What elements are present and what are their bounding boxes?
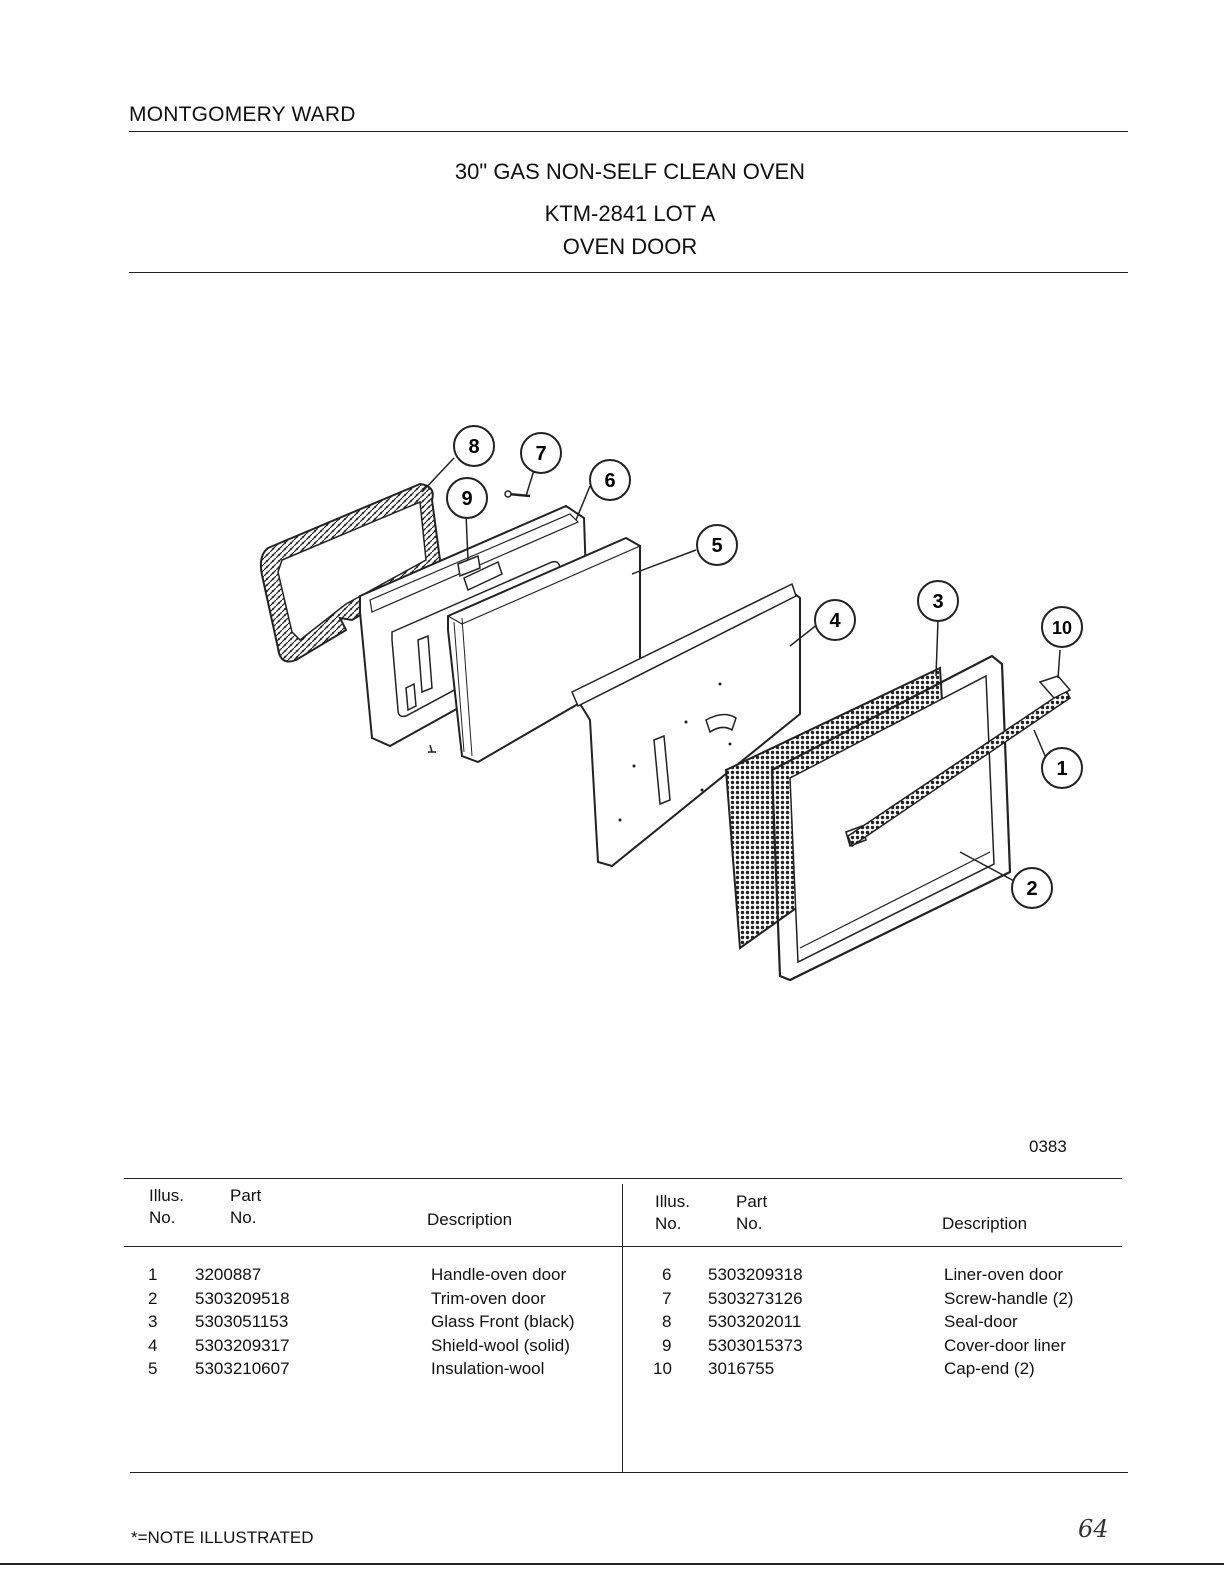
model-number: KTM-2841 LOT A <box>544 201 716 226</box>
svg-text:4: 4 <box>829 610 841 632</box>
table-column-divider <box>622 1184 623 1472</box>
brand-name: MONTGOMERY WARD <box>129 103 356 126</box>
header-description: Description <box>427 1210 513 1229</box>
table-rule-bottom <box>130 1472 1128 1473</box>
svg-text:5: 5 <box>711 535 722 557</box>
callout-7: 7 <box>520 432 562 474</box>
callout-2: 2 <box>1011 867 1053 909</box>
callout-1: 1 <box>1041 747 1083 789</box>
svg-text:1: 1 <box>1056 758 1067 780</box>
callout-6: 6 <box>589 459 631 501</box>
page-bottom-rule <box>0 1563 1224 1565</box>
svg-text:2: 2 <box>1026 878 1037 900</box>
header-illus-no: Illus.No. <box>149 1186 184 1227</box>
cap-end-part <box>1038 675 1072 699</box>
callout-8: 8 <box>453 425 495 467</box>
section-title: OVEN DOOR <box>562 234 698 259</box>
oven-door-exploded-diagram: 8 7 6 9 5 4 3 10 1 2 <box>259 425 1083 982</box>
callout-5: 5 <box>696 524 738 566</box>
handwritten-page-mark: 64 <box>1078 1515 1109 1543</box>
callout-10: 10 <box>1041 606 1083 648</box>
header-description-right: Description <box>942 1214 1028 1233</box>
svg-text:7: 7 <box>535 443 546 465</box>
header-rule-top <box>129 131 1128 132</box>
header-rule-bottom <box>129 272 1128 273</box>
document-title: 30" GAS NON-SELF CLEAN OVEN <box>454 159 806 184</box>
svg-text:9: 9 <box>461 488 472 510</box>
handle-oven-door-part <box>847 688 1071 848</box>
callout-9: 9 <box>446 477 488 519</box>
svg-text:6: 6 <box>604 470 615 492</box>
footnote-legend: *=NOTE ILLUSTRATED <box>131 1528 314 1547</box>
callout-3: 3 <box>917 580 959 622</box>
svg-text:3: 3 <box>932 591 943 613</box>
svg-text:10: 10 <box>1052 618 1072 638</box>
svg-text:8: 8 <box>468 436 479 458</box>
header-illus-no-right: Illus.No. <box>655 1192 690 1233</box>
seal-door-part <box>259 482 442 663</box>
leader-lines <box>421 457 1061 883</box>
drawing-code: 0383 <box>1029 1137 1067 1156</box>
table-rule-top <box>124 1178 1122 1179</box>
cover-door-liner-part <box>457 554 481 578</box>
insulation-wool-part <box>447 536 641 764</box>
table-header-rule <box>124 1246 1122 1247</box>
shield-wool-part <box>571 582 801 868</box>
callout-4: 4 <box>814 599 856 641</box>
